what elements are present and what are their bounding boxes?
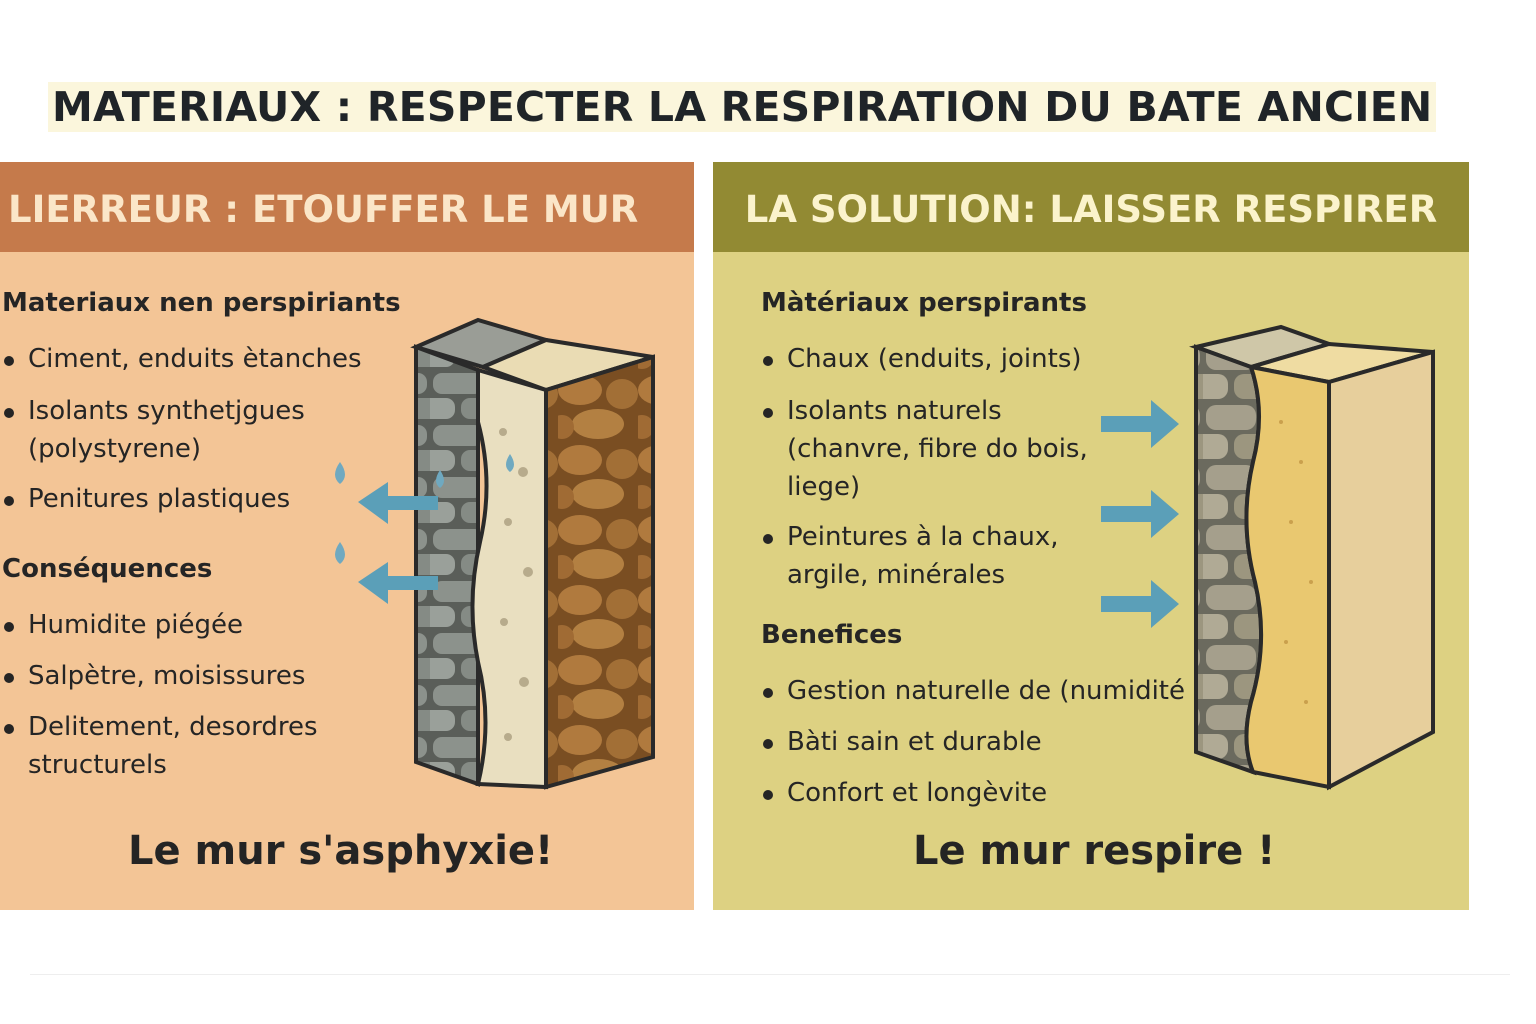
list-item: Gestion naturelle de (numidité xyxy=(761,672,1185,710)
list-item: Confort et longèvite xyxy=(761,774,1185,812)
list-item: Bàti sain et durable xyxy=(761,723,1185,761)
divider xyxy=(30,974,1510,975)
list-item-line: Delitement, desordres structurels xyxy=(28,712,318,780)
airflow-arrow-icon xyxy=(1101,400,1179,628)
list-item: Salpètre, moisissures xyxy=(2,657,318,695)
breathable-materials-list: Chaux (enduits, joints) Isolants naturel… xyxy=(761,340,1088,594)
list-item: Isolants synthetjgues (polystyrene) xyxy=(2,392,362,468)
list-item: Humidite piégée xyxy=(2,606,318,644)
page-title: MATERIAUX : RESPECTER LA RESPIRATION DU … xyxy=(48,82,1437,132)
breathable-materials-title: Màtériaux perspirants xyxy=(761,288,1087,318)
list-item-line: Isolants synthetjgues (polystyrene) xyxy=(28,396,305,464)
error-panel-header: LIERREUR : ETOUFFER LE MUR xyxy=(0,162,694,252)
benefits-title: Benefices xyxy=(761,620,903,650)
solution-panel: LA SOLUTION: LAISSER RESPIRER Màtériaux … xyxy=(713,162,1469,910)
list-item: Delitement, desordres structurels xyxy=(2,708,318,784)
asphyxia-tagline: Le mur s'asphyxie! xyxy=(128,828,554,874)
benefits-list: Gestion naturelle de (numidité Bàti sain… xyxy=(761,672,1185,812)
list-item-line: Isolants naturels (chanvre, fibre do boi… xyxy=(787,396,1088,502)
non-breathable-materials-title: Materiaux nen perspiriants xyxy=(2,288,401,318)
list-item-line: Peintures à la chaux, argile, minérales xyxy=(787,522,1059,590)
list-item: Isolants naturels (chanvre, fibre do boi… xyxy=(761,392,1088,506)
solution-panel-header: LA SOLUTION: LAISSER RESPIRER xyxy=(713,162,1469,252)
list-item: Ciment, enduits ètanches xyxy=(2,340,362,378)
non-breathable-materials-list: Ciment, enduits ètanches Isolants synthe… xyxy=(2,340,362,518)
consequences-title: Conséquences xyxy=(2,554,213,584)
error-panel: LIERREUR : ETOUFFER LE MUR Materiaux nen… xyxy=(0,162,694,910)
list-item: Penitures plastiques xyxy=(2,480,362,518)
consequences-list: Humidite piégée Salpètre, moisissures De… xyxy=(2,606,318,784)
wall-cross-section-blocked-icon xyxy=(335,317,655,790)
breathing-tagline: Le mur respire ! xyxy=(913,828,1276,874)
list-item: Chaux (enduits, joints) xyxy=(761,340,1088,378)
wall-cross-section-breathing-icon xyxy=(1101,324,1435,791)
moisture-arrow-icon xyxy=(358,482,438,604)
list-item: Peintures à la chaux, argile, minérales xyxy=(761,518,1088,594)
